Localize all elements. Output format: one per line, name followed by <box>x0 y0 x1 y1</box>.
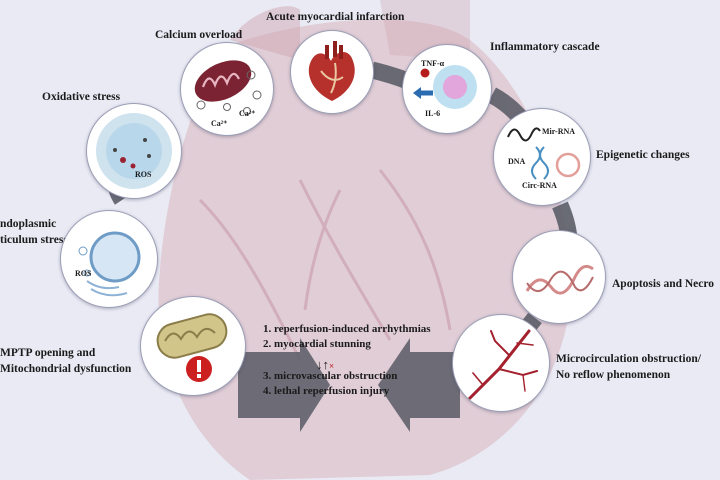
node-er-stress: ROS <box>60 210 158 308</box>
consequence-list: 1. reperfusion-induced arrhythmias 2. my… <box>263 322 431 399</box>
dna-label: DNA <box>508 157 525 166</box>
arrow-symbols: ↓↑ <box>316 357 329 372</box>
label-acute-mi: Acute myocardial infarction <box>266 10 404 25</box>
node-calcium-overload: Ca²⁺ Ca²⁺ <box>180 42 274 136</box>
ros-label-oxidative: ROS <box>135 170 151 179</box>
il6-label: IL-6 <box>425 109 440 118</box>
label-er-stress-2: ticulum stress <box>0 233 68 248</box>
label-oxidative-stress: Oxidative stress <box>42 90 120 105</box>
consequence-1: 1. reperfusion-induced arrhythmias <box>263 322 431 337</box>
label-inflammatory-cascade: Inflammatory cascade <box>490 40 600 55</box>
vessel-icon <box>453 315 549 411</box>
label-microcirculation-1: Microcirculation obstruction/ <box>556 352 701 367</box>
label-er-stress-1: ndoplasmic <box>0 217 56 232</box>
node-oxidative-stress: ROS <box>86 103 182 199</box>
cell-ros-icon <box>87 104 181 198</box>
node-apoptosis <box>512 230 606 324</box>
consequence-2: 2. myocardial stunning <box>263 337 431 352</box>
label-calcium-overload: Calcium overload <box>155 28 242 43</box>
label-microcirculation-2: No reflow phenomenon <box>556 368 670 383</box>
ros-label-er: ROS <box>75 269 91 278</box>
ca-label-1: Ca²⁺ <box>211 119 227 128</box>
label-mptp-2: Mitochondrial dysfunction <box>0 362 131 377</box>
node-microcirculation <box>452 314 550 412</box>
label-epigenetic-changes: Epigenetic changes <box>596 148 690 163</box>
consequence-3: 3. microvascular obstruction <box>263 369 431 384</box>
consequence-4: 4. lethal reperfusion injury <box>263 384 431 399</box>
mir-rna-label: Mir-RNA <box>542 127 575 136</box>
apoptosis-dna-icon <box>513 231 605 323</box>
immune-cell-icon <box>403 45 491 133</box>
er-cell-icon <box>61 211 157 307</box>
node-mptp <box>140 296 246 396</box>
up-down-arrows: ↓↑× <box>316 357 334 373</box>
label-apoptosis: Apoptosis and Necro <box>612 277 714 292</box>
node-inflammatory-cascade: TNF-α IL-6 <box>402 44 492 134</box>
label-mptp-1: MPTP opening and <box>0 346 95 361</box>
heart-icon <box>291 31 373 113</box>
cross-icon: × <box>329 361 334 371</box>
mitochondria-warning-icon <box>141 297 245 395</box>
node-acute-mi <box>290 30 374 114</box>
tnf-label: TNF-α <box>421 59 444 68</box>
ca-label-2: Ca²⁺ <box>239 109 255 118</box>
circ-rna-label: Circ-RNA <box>522 181 557 190</box>
node-epigenetic-changes: Mir-RNA DNA Circ-RNA <box>493 108 591 206</box>
